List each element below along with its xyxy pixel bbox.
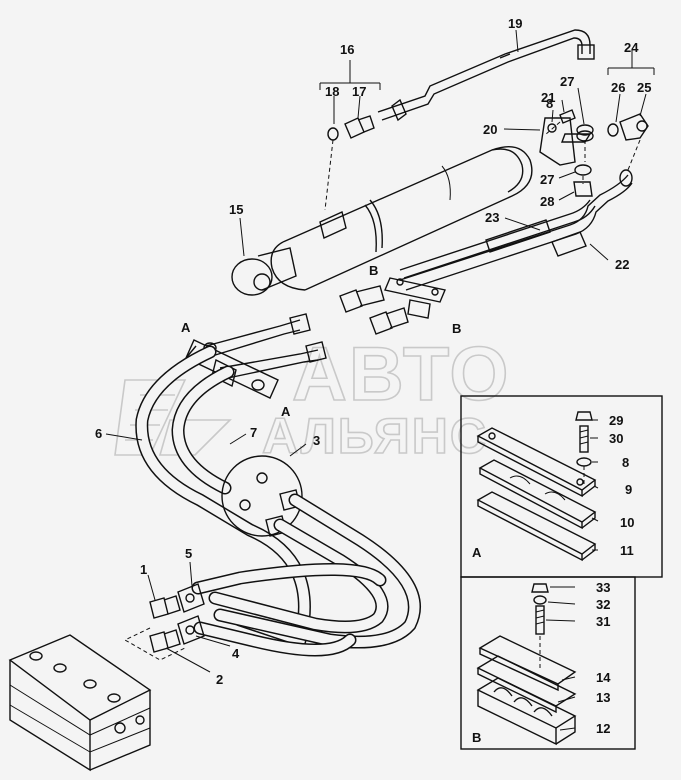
label-16: 16 xyxy=(340,42,354,57)
tube-22 xyxy=(399,169,633,291)
label-31: 31 xyxy=(596,614,610,629)
fitting-1 xyxy=(149,595,181,619)
nut-27-top xyxy=(576,124,594,142)
label-15: 15 xyxy=(229,202,243,217)
label-b-right: B xyxy=(452,321,461,336)
tube-23 xyxy=(399,199,596,279)
label-22: 22 xyxy=(615,257,629,272)
clamp-block-12 xyxy=(476,677,577,746)
leader-lines xyxy=(105,29,655,731)
label-18: 18 xyxy=(325,84,339,99)
hydraulic-cylinder xyxy=(231,146,533,296)
label-b-box: B xyxy=(472,730,481,745)
valve-block xyxy=(8,634,152,772)
label-8-detail: 8 xyxy=(622,455,629,470)
label-25: 25 xyxy=(637,80,651,95)
label-27-bottom: 27 xyxy=(540,172,554,187)
fitting-17 xyxy=(344,115,375,139)
nut-28 xyxy=(573,181,593,197)
bolt-21 xyxy=(559,109,576,124)
hose-loop-lower xyxy=(191,493,421,657)
bolt-31 xyxy=(535,605,545,635)
label-28: 28 xyxy=(540,194,554,209)
label-a-upper: A xyxy=(181,320,191,335)
dashed-connectors xyxy=(324,121,641,211)
nut-27-bottom xyxy=(574,164,592,176)
nut-33 xyxy=(531,583,549,593)
label-23: 23 xyxy=(485,210,499,225)
bolt-30 xyxy=(575,411,593,453)
label-32: 32 xyxy=(596,597,610,612)
label-13: 13 xyxy=(596,690,610,705)
label-12: 12 xyxy=(596,721,610,736)
hose-sleeve xyxy=(485,219,587,257)
elbow-fitting-25 xyxy=(619,113,649,141)
hose-end-4 xyxy=(177,615,205,645)
label-10: 10 xyxy=(620,515,634,530)
washer-8-a xyxy=(576,457,592,467)
clamp-b-upper xyxy=(384,277,446,319)
callout-labels: 15 16 18 17 19 24 26 25 27 21 8 20 27 28… xyxy=(95,16,651,745)
label-9: 9 xyxy=(625,482,632,497)
label-a-lower: A xyxy=(281,404,291,419)
label-19: 19 xyxy=(508,16,522,31)
clamp-plate-9 xyxy=(476,427,597,498)
label-29: 29 xyxy=(609,413,623,428)
hose-7 xyxy=(171,365,235,495)
watermark-logo xyxy=(114,379,232,456)
label-b-upper: B xyxy=(369,263,378,278)
watermark: АВТО АЛЬЯНС xyxy=(114,331,511,465)
washer-26 xyxy=(607,123,619,137)
label-14: 14 xyxy=(596,670,611,685)
clamp-plate-10 xyxy=(478,459,597,530)
fittings-b xyxy=(339,285,409,335)
hose-end-5 xyxy=(177,583,205,613)
pipe-19 xyxy=(377,29,595,122)
label-a-box: A xyxy=(472,545,482,560)
watermark-text-alyans: АЛЬЯНС xyxy=(262,408,488,464)
label-30: 30 xyxy=(609,431,623,446)
label-1: 1 xyxy=(140,562,147,577)
label-2: 2 xyxy=(216,672,223,687)
label-21: 21 xyxy=(541,90,555,105)
washer-18 xyxy=(327,127,339,141)
label-4: 4 xyxy=(232,646,240,661)
label-24: 24 xyxy=(624,40,639,55)
label-7: 7 xyxy=(250,425,257,440)
label-17: 17 xyxy=(352,84,366,99)
washer-32 xyxy=(533,595,547,605)
label-3: 3 xyxy=(313,433,320,448)
label-20: 20 xyxy=(483,122,497,137)
label-6: 6 xyxy=(95,426,102,441)
watermark-text-avto: АВТО xyxy=(292,332,511,417)
label-5: 5 xyxy=(185,546,192,561)
label-8-top: 8 xyxy=(546,96,553,111)
fitting-2 xyxy=(149,629,181,653)
label-33: 33 xyxy=(596,580,610,595)
detail-box-b xyxy=(460,576,636,750)
hoses-upper xyxy=(205,313,327,379)
label-27-top: 27 xyxy=(560,74,574,89)
hose-6 xyxy=(135,345,311,649)
label-11: 11 xyxy=(620,543,634,558)
label-26: 26 xyxy=(611,80,625,95)
